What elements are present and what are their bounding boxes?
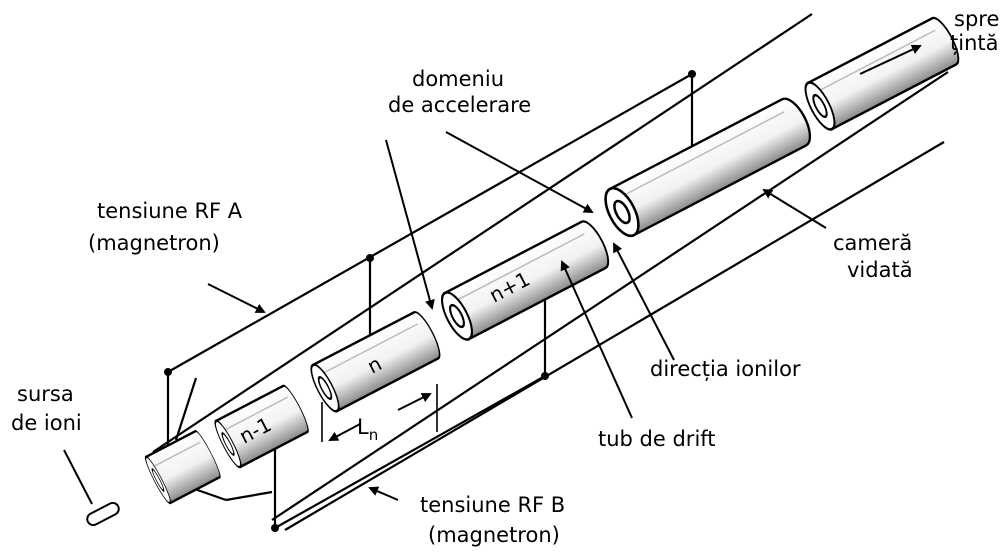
label-tub-de-drift: tub de drift: [598, 427, 716, 451]
ln-label: Ln: [357, 415, 378, 444]
ion-source: [86, 501, 120, 527]
label-directia-ionilor: direcția ionilor: [650, 357, 801, 381]
label-tinta: țintă: [950, 31, 998, 55]
rf-b-wiring: [185, 300, 549, 532]
pointer-lines: [63, 44, 922, 505]
label-de-accelerare: de accelerare: [388, 93, 531, 117]
vacuum-chamber-top-edge-far: [799, 13, 813, 23]
label-magnetron-a: (magnetron): [88, 231, 220, 255]
label-vidata: vidată: [847, 258, 913, 282]
ln-dimension: [321, 384, 438, 442]
label-tensiune-rf-a: tensiune RF A: [97, 199, 243, 223]
tube-large: [597, 92, 818, 243]
label-tensiune-rf-b: tensiune RF B: [420, 493, 565, 517]
vacuum-chamber-bottom-edge: [271, 71, 949, 521]
label-spre: spre: [954, 7, 999, 31]
label-camera: cameră: [833, 231, 912, 255]
label-domeniu: domeniu: [412, 67, 504, 91]
vacuum-chamber-bottom-edge-inner: [284, 141, 945, 531]
rf-a-wiring: [164, 70, 696, 452]
label-magnetron-b: (magnetron): [428, 523, 560, 547]
tube-first: [141, 428, 224, 506]
label-de-ioni: de ioni: [11, 411, 82, 435]
label-sursa: sursa: [17, 382, 74, 406]
